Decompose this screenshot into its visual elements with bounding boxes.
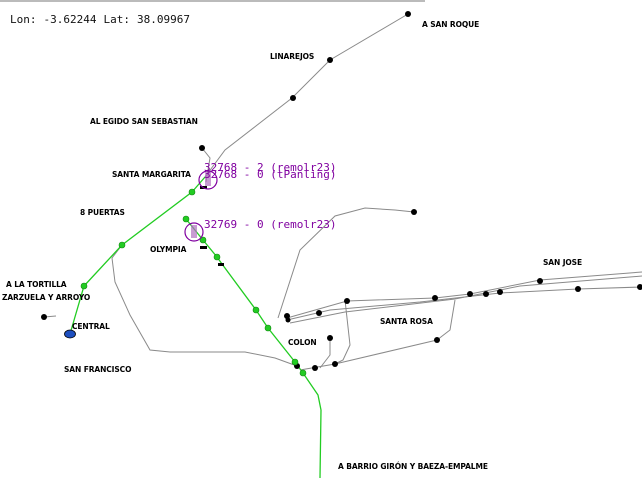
- stop-marker: [434, 337, 440, 343]
- stop-marker: [290, 95, 296, 101]
- active-stop-marker: [80, 282, 88, 290]
- active-stop-marker: [252, 306, 260, 314]
- vehicle-label[interactable]: 32768 - 2 (remolr23): [204, 161, 336, 174]
- stop-marker: [497, 289, 503, 295]
- track-santa-rosa-east: [436, 299, 456, 341]
- station-label-central: CENTRAL: [72, 322, 110, 331]
- station-label-santa-margarita: SANTA MARGARITA: [112, 170, 191, 179]
- stop-marker: [41, 314, 47, 320]
- stop-marker: [316, 310, 322, 316]
- active-stop-marker: [264, 324, 272, 332]
- stop-marker: [467, 291, 473, 297]
- station-label-san-francisco: SAN FRANCISCO: [64, 365, 131, 374]
- stop-marker: [411, 209, 417, 215]
- station-labels: A SAN ROQUE LINAREJOS AL EGIDO SAN SEBAS…: [2, 20, 582, 471]
- track-north-loop: [277, 207, 415, 319]
- station-label-barrio-giron: A BARRIO GIRÓN Y BAEZA-EMPALME: [338, 462, 488, 471]
- stop-marker: [483, 291, 489, 297]
- station-label-colon: COLON: [288, 338, 317, 347]
- stop-marker: [312, 365, 318, 371]
- track-santa-rosa-loop: [334, 299, 351, 365]
- active-stop-marker: [188, 188, 196, 196]
- vehicle-label[interactable]: 32768 - 0 (tPanling): [204, 168, 336, 181]
- stop-marker: [405, 11, 411, 17]
- stop-marker: [537, 278, 543, 284]
- active-stop-markers: [80, 188, 307, 377]
- stop-markers: [41, 11, 642, 371]
- station-label-san-jose: SAN JOSE: [543, 258, 582, 267]
- bus-icon: [200, 246, 207, 249]
- station-label-alegido: AL EGIDO SAN SEBASTIAN: [90, 117, 198, 126]
- track-west-loop: [111, 244, 298, 367]
- vehicle-marker-1[interactable]: [198, 170, 218, 190]
- stop-marker: [344, 298, 350, 304]
- track-east-2: [286, 286, 642, 321]
- active-stop-marker: [299, 369, 307, 377]
- track-colon-stub: [319, 338, 331, 369]
- active-stop-marker: [182, 215, 190, 223]
- station-label-olympia: OLYMPIA: [150, 245, 187, 254]
- active-stop-marker: [291, 358, 299, 366]
- stop-marker: [327, 57, 333, 63]
- terminal-marker[interactable]: [64, 329, 76, 339]
- stop-marker: [284, 313, 290, 319]
- stop-marker: [432, 295, 438, 301]
- active-route-south: [185, 218, 322, 478]
- stop-marker: [332, 361, 338, 367]
- station-label-zarzuela: ZARZUELA Y ARROYO: [2, 293, 90, 302]
- vehicle-label[interactable]: 32769 - 0 (remolr23): [204, 218, 336, 231]
- track-san-roque: [204, 13, 409, 178]
- bus-vehicle-icon: [191, 225, 197, 238]
- bus-icon: [218, 263, 224, 266]
- stop-marker: [327, 335, 333, 341]
- active-stop-marker: [199, 236, 207, 244]
- bus-vehicle-icon: [205, 172, 211, 186]
- active-stop-marker: [118, 241, 126, 249]
- vehicle-marker-2[interactable]: [184, 222, 204, 242]
- station-label-linarejos: LINAREJOS: [270, 52, 314, 61]
- track-east-1: [286, 271, 642, 319]
- station-label-8-puertas: 8 PUERTAS: [80, 208, 125, 217]
- station-label-tortilla: A LA TORTILLA: [6, 280, 67, 289]
- track-network: [43, 13, 642, 371]
- track-south-east: [299, 339, 438, 371]
- active-route-west: [69, 176, 206, 335]
- station-label-santa-rosa: SANTA ROSA: [380, 317, 433, 326]
- stop-marker: [575, 286, 581, 292]
- stop-marker: [637, 284, 642, 290]
- stop-marker: [199, 145, 205, 151]
- track-east-3: [289, 275, 642, 324]
- stop-marker: [285, 317, 291, 323]
- active-stop-marker: [213, 253, 221, 261]
- station-label-san-roque: A SAN ROQUE: [422, 20, 479, 29]
